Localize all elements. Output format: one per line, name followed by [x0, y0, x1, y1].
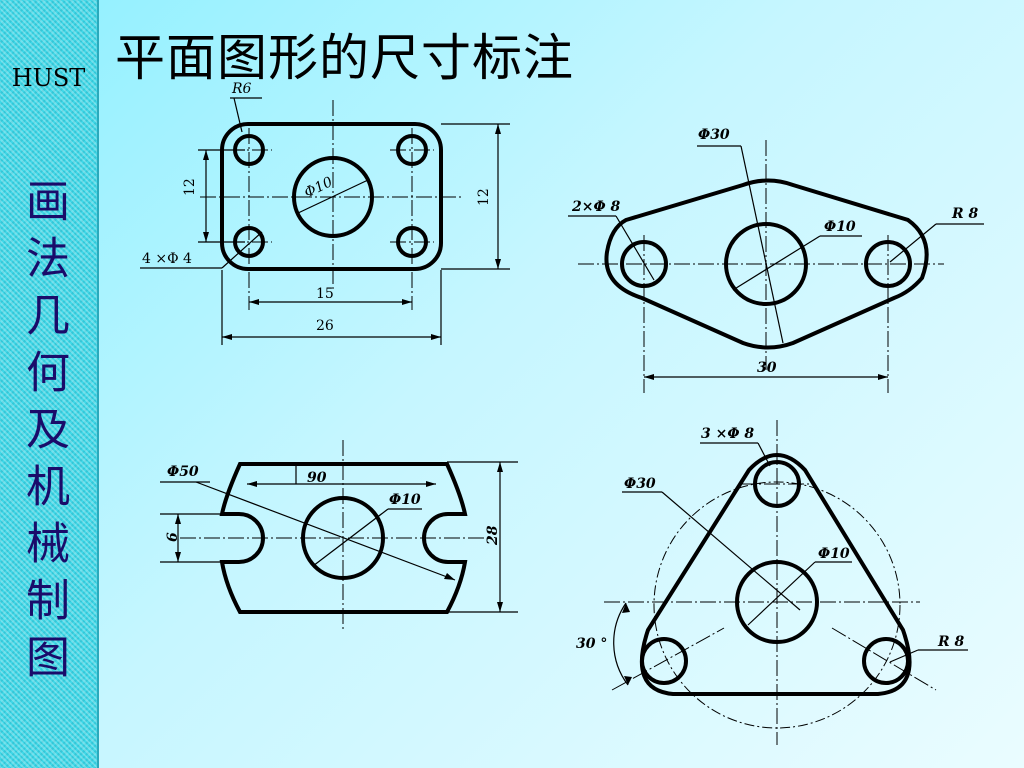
- figure-plate: R6 Φ10 4 ×Φ 4 12 12 15 26: [140, 81, 510, 345]
- slotted-phi50-label: Φ50: [167, 464, 199, 480]
- course-title: 画法几何及机械制图: [18, 178, 69, 691]
- oval-phi30-label: Φ30: [698, 127, 730, 143]
- slotted-dim-90: 90: [307, 470, 327, 486]
- figure-oval: Φ30 2×Φ 8 Φ10 R 8 30: [568, 127, 984, 393]
- slide-title: 平面图形的尺寸标注: [115, 29, 574, 87]
- oval-holes-label: 2×Φ 8: [571, 199, 621, 215]
- oval-outline: [604, 178, 929, 350]
- slotted-phi10-label: Φ10: [389, 492, 421, 508]
- oval-phi10-label: Φ10: [824, 219, 856, 235]
- oval-dim-30: 30: [757, 360, 777, 376]
- sidebar: HUST 画法几何及机械制图: [0, 0, 99, 768]
- triangle-angle-arc: [613, 602, 629, 686]
- triangle-hole-right: [862, 637, 910, 685]
- plate-dim-15: 15: [316, 286, 334, 302]
- triangle-outline: [639, 453, 912, 696]
- plate-r6-label: R6: [231, 81, 252, 97]
- plate-holes-label: 4 ×Φ 4: [142, 251, 192, 267]
- plate-dim-26: 26: [316, 318, 334, 334]
- figure-triangle: 3 ×Φ 8 Φ30 Φ10 R 8 30 °: [576, 420, 968, 745]
- figure-slotted: Φ50 90 Φ10 6 28: [160, 440, 518, 630]
- triangle-phi30-label: Φ30: [624, 476, 656, 492]
- plate-dim-12-right: 12: [476, 188, 492, 206]
- triangle-angle-label: 30 °: [576, 636, 607, 652]
- oval-r8-label: R 8: [951, 206, 979, 222]
- triangle-phi10-label: Φ10: [818, 546, 850, 562]
- triangle-r8-label: R 8: [937, 634, 965, 650]
- plate-dim-12-left: 12: [182, 178, 198, 196]
- slotted-dim-28: 28: [485, 525, 501, 546]
- slotted-dim-6: 6: [165, 532, 181, 542]
- triangle-hole-left: [640, 637, 688, 685]
- triangle-holes-label: 3 ×Φ 8: [701, 426, 754, 442]
- hust-logo-text: HUST: [11, 64, 86, 92]
